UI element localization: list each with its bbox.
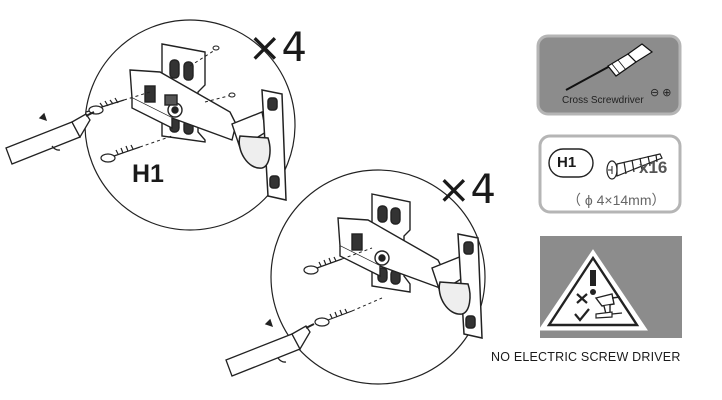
warning-exclamation-icon xyxy=(590,270,596,295)
step1-hole-markers xyxy=(212,45,236,98)
screw-panel xyxy=(538,134,682,214)
cross-screwdriver-icon xyxy=(565,43,654,91)
electric-drill-icon xyxy=(594,293,621,315)
step1-screwdriver xyxy=(5,111,95,165)
screw-code: H1 xyxy=(557,154,577,171)
step1-hinge-cup xyxy=(238,89,287,201)
warning-panel xyxy=(538,236,682,338)
tool-panel xyxy=(536,34,682,116)
step2-guide-lines xyxy=(341,247,383,312)
warning-text: NO ELECTRIC SCREW DRIVER xyxy=(491,350,681,364)
step2-screwdriver xyxy=(225,318,315,377)
polarity-icon: ⊖ ⊕ xyxy=(650,87,672,99)
step2-quantity: ×4 xyxy=(437,167,496,213)
hand-screwdriver-icon xyxy=(595,311,623,319)
step1-screw-label: H1 xyxy=(132,160,164,188)
step1-guide-lines xyxy=(123,49,233,148)
step2-screws xyxy=(303,256,353,327)
step2-hinge-cup xyxy=(438,233,483,339)
screw-spec: （ ϕ 4×14mm） xyxy=(567,192,666,208)
check-mark-icon xyxy=(574,308,590,322)
cross-mark-icon xyxy=(576,293,588,304)
screw-icon xyxy=(606,153,663,180)
screw-count: x16 xyxy=(639,158,668,177)
tool-label: Cross Screwdriver xyxy=(562,95,644,106)
step1-quantity: ×4 xyxy=(248,25,307,71)
